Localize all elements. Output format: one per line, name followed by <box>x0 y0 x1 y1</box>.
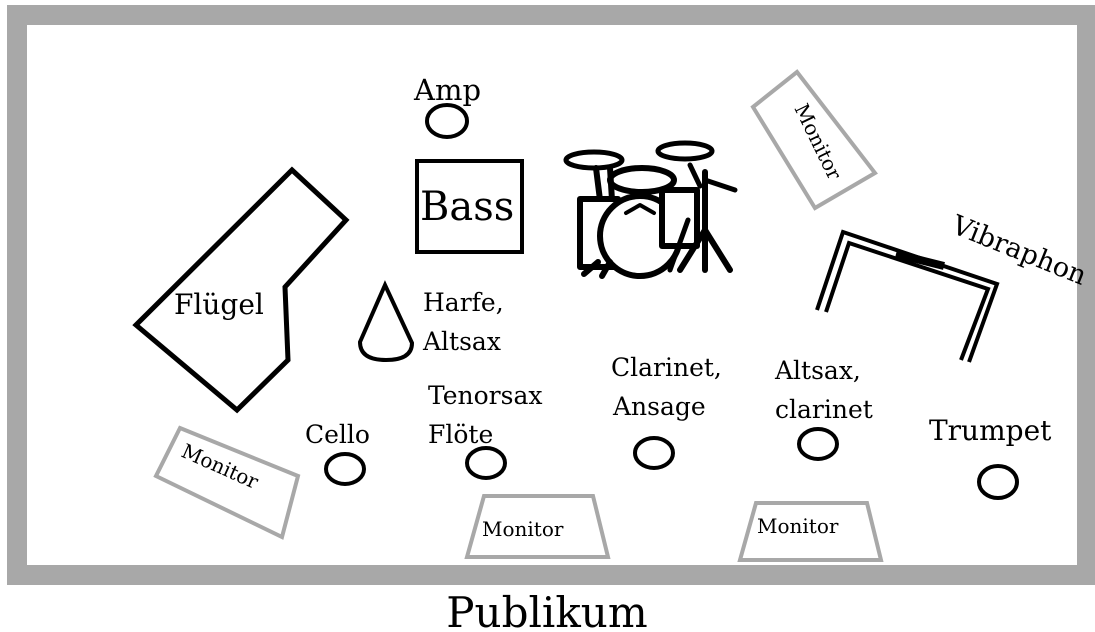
trumpet-position-icon <box>977 464 1019 500</box>
monitor-top-right: Monitor <box>750 69 878 211</box>
tenorsax-label-line1: Tenorsax <box>428 381 542 410</box>
altsax-position-icon <box>797 427 839 461</box>
amp-position-icon <box>425 103 469 139</box>
clarinet-label-line2: Ansage <box>612 392 706 421</box>
grand-piano-outline-icon <box>132 166 350 414</box>
monitor-center: Monitor <box>464 494 611 559</box>
cello-position-icon <box>324 452 366 486</box>
cello-label: Cello <box>305 420 370 449</box>
audience-label: Publikum <box>446 588 647 632</box>
drum-kit-icon <box>563 140 738 279</box>
bass-box <box>415 159 524 254</box>
harfe-label-line2: Altsax <box>422 327 501 356</box>
tenorsax-position-icon <box>465 446 507 480</box>
harp-cone-icon <box>357 280 415 363</box>
harfe-label-line1: Harfe, <box>423 288 504 317</box>
clarinet-position-icon <box>633 436 675 470</box>
monitor-right: Monitor <box>737 501 884 562</box>
stage-border <box>7 5 1095 585</box>
monitor-center-label: Monitor <box>482 517 564 541</box>
trumpet-label: Trumpet <box>929 414 1052 447</box>
tenorsax-label-line2: Flöte <box>428 420 493 449</box>
fluegel-label: Flügel <box>174 288 264 321</box>
amp-label: Amp <box>413 73 481 107</box>
monitor-right-label: Monitor <box>757 514 839 538</box>
altsax-label-line2: clarinet <box>775 395 873 424</box>
vibraphon-label: Vibraphon <box>946 209 1090 291</box>
vibraphone-frame-icon <box>815 229 1000 363</box>
bass-label: Bass <box>420 184 514 230</box>
clarinet-label-line1: Clarinet, <box>611 353 722 382</box>
altsax-label-line1: Altsax, <box>774 356 861 385</box>
monitor-left: Monitor <box>153 425 301 540</box>
